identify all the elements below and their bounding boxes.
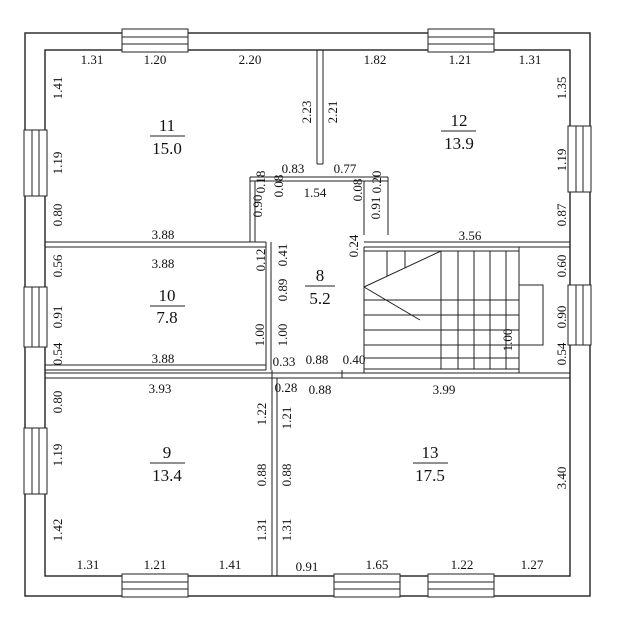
dim-label: 3.93	[149, 381, 172, 396]
room-label-bars	[150, 130, 476, 464]
dim-label: 1.21	[279, 407, 294, 430]
dim-label: 0.40	[343, 352, 366, 367]
dim-label: 1.35	[554, 77, 569, 100]
dim-label: 1.22	[254, 403, 269, 426]
dim-label: 0.91	[296, 559, 319, 574]
dim-label: 1.31	[81, 52, 104, 67]
dim-label: 1.19	[554, 149, 569, 172]
dim-label: 0.87	[554, 203, 569, 226]
dim-label: 1.00	[275, 324, 290, 347]
dim-label: 1.21	[449, 52, 472, 67]
dim-label: 2.20	[239, 52, 262, 67]
dim-label: 0.89	[275, 279, 290, 302]
dim-label: 1.19	[50, 152, 65, 175]
dim-label: 1.19	[50, 444, 65, 467]
dim-label: 0.88	[309, 382, 332, 397]
dim-label: 0.28	[275, 380, 298, 395]
dim-label: 0.80	[50, 204, 65, 227]
dim-label: 0.54	[554, 342, 569, 365]
dim-label: 1.00	[500, 329, 515, 352]
dim-label: 1.31	[254, 519, 269, 542]
dim-label: 3.56	[459, 228, 482, 243]
room-8-area: 5.2	[309, 289, 330, 308]
dim-label: 1.31	[519, 52, 542, 67]
dim-label: 0.91	[50, 306, 65, 329]
dim-label: 3.88	[152, 256, 175, 271]
dim-label: 0.60	[554, 255, 569, 278]
room-12-area: 13.9	[444, 134, 474, 153]
dim-label: 1.42	[50, 519, 65, 542]
dim-label: 2.21	[325, 101, 340, 124]
dim-label: 0.91	[368, 197, 383, 220]
dim-label: 1.27	[521, 557, 544, 572]
dim-label: 1.20	[144, 52, 167, 67]
dim-label: 3.40	[554, 467, 569, 490]
room-10-area: 7.8	[156, 308, 177, 327]
dim-label: 3.88	[152, 351, 175, 366]
dim-label: 0.24	[346, 234, 361, 257]
interior-walls	[45, 50, 570, 576]
room-11-number: 11	[159, 116, 175, 135]
dim-label: 0.88	[279, 464, 294, 487]
dim-label: 0.80	[50, 391, 65, 414]
dim-label: 0.83	[282, 161, 305, 176]
room-9-area: 13.4	[152, 466, 182, 485]
dim-label: 0.88	[306, 352, 329, 367]
dim-label: 1.41	[50, 77, 65, 100]
dim-label: 3.88	[152, 227, 175, 242]
staircase	[363, 250, 544, 370]
room-11-area: 15.0	[152, 139, 182, 158]
dim-label: 3.99	[433, 382, 456, 397]
dim-label: 0.33	[273, 354, 296, 369]
dim-label: 0.77	[334, 161, 357, 176]
dim-label: 0.08	[271, 175, 286, 198]
dim-label: 1.54	[304, 185, 327, 200]
dim-label: 0.90	[250, 195, 265, 218]
dim-label: 0.20	[369, 171, 384, 194]
dim-label: 1.31	[279, 519, 294, 542]
dim-label: 0.54	[50, 342, 65, 365]
dim-label: 1.21	[144, 557, 167, 572]
dim-label: 1.65	[366, 557, 389, 572]
dim-label: 2.23	[299, 101, 314, 124]
dim-label: 0.12	[253, 249, 268, 272]
outer-wall-inside	[44, 49, 571, 577]
dim-label: 0.56	[50, 254, 65, 277]
dim-label: 1.41	[219, 557, 242, 572]
room-8-number: 8	[316, 266, 325, 285]
room-12-number: 12	[451, 111, 468, 130]
dim-label: 1.00	[252, 324, 267, 347]
room-13-number: 13	[422, 443, 439, 462]
dimension-labels: 1.31 1.20 2.20 1.82 1.21 1.31 3.88 3.88 …	[50, 52, 569, 574]
dim-label: 0.90	[554, 306, 569, 329]
dim-label: 0.18	[253, 171, 268, 194]
room-10-number: 10	[159, 286, 176, 305]
dim-label: 0.08	[350, 179, 365, 202]
room-13-area: 17.5	[415, 466, 445, 485]
dim-label: 1.82	[364, 52, 387, 67]
dim-label: 1.31	[77, 557, 100, 572]
windows	[23, 28, 592, 598]
dim-label: 0.88	[254, 464, 269, 487]
dim-label: 0.41	[275, 244, 290, 267]
room-9-number: 9	[163, 443, 172, 462]
dim-label: 1.22	[451, 557, 474, 572]
